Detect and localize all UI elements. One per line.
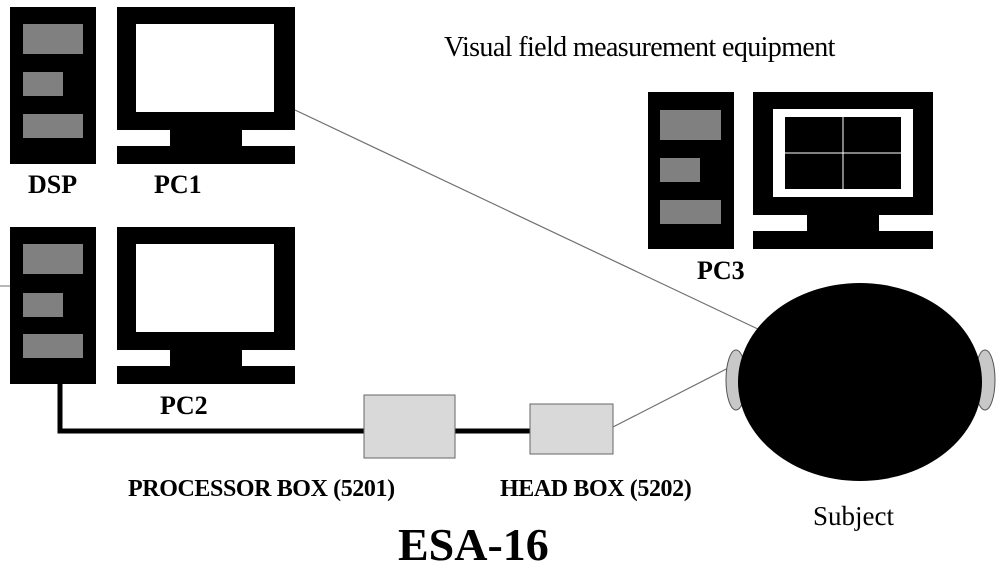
pc1-label: PC1: [154, 170, 202, 199]
pc2-tower-icon: [10, 227, 96, 384]
subject-head-icon: [725, 283, 996, 481]
subject-label: Subject: [813, 501, 894, 531]
pc3-monitor-icon: [753, 92, 933, 249]
system-title: ESA-16: [398, 519, 549, 570]
visual-field-equipment-label: Visual field measurement equipment: [444, 32, 835, 63]
pc2-monitor-icon: [117, 227, 295, 384]
pc3-tower-icon: [648, 92, 734, 249]
head-box-label: HEAD BOX (5202): [500, 476, 692, 502]
processor-box-label: PROCESSOR BOX (5201): [128, 476, 395, 502]
pc1-subject-connection: [294, 109, 761, 331]
pc2-label: PC2: [160, 391, 208, 420]
pc3-label: PC3: [697, 256, 745, 285]
dsp-label: DSP: [28, 170, 78, 199]
head-box-icon: [529, 403, 614, 455]
dsp-processor-cable: [57, 376, 365, 434]
processor-box-icon: [363, 394, 456, 459]
headbox-subject-wire: [612, 361, 741, 428]
dsp-tower-icon: [10, 7, 96, 164]
pc1-monitor-icon: [117, 7, 295, 164]
